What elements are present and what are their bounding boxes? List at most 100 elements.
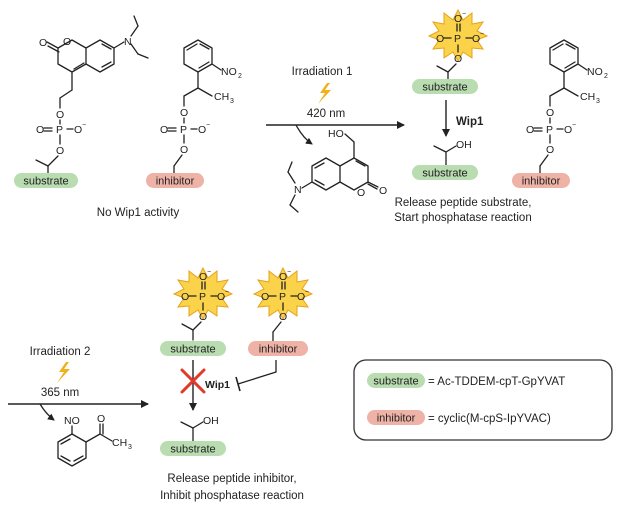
release1-caption-line2: Start phosphatase reaction <box>394 212 531 224</box>
subscript-3: 3 <box>128 444 132 451</box>
subscript-3: 3 <box>230 98 234 105</box>
atom-ho: HO <box>328 128 344 140</box>
atom-oh: OH <box>203 415 219 427</box>
atom-p: P <box>454 33 461 45</box>
inhibitor-label: inhibitor <box>156 176 195 188</box>
released-substrate-bottom: O − P O O − O substrate <box>160 266 234 356</box>
charge-minus: − <box>207 269 211 276</box>
atom-o: O <box>297 291 305 303</box>
charge-minus: − <box>462 11 466 18</box>
atom-o: O <box>160 124 168 136</box>
nitrobenzyl-caged-inhibitor: NO 2 CH 3 O P O O − O inhibitor <box>146 39 242 188</box>
lightning-bolt-icon <box>318 83 331 104</box>
subscript-2: 2 <box>238 73 242 80</box>
substrate-pill <box>412 79 478 94</box>
atom-o: O <box>180 107 188 119</box>
burst-highlight <box>172 266 234 321</box>
atom-o: O <box>217 291 225 303</box>
caged-inhibitor-top-right: NO 2 CH 3 O P O O − O inhibitor <box>512 39 608 188</box>
atom-n: N <box>294 184 302 196</box>
atom-o: O <box>436 33 444 45</box>
subscript-2: 2 <box>604 73 608 80</box>
atom-o: O <box>36 124 44 136</box>
wip1-arrow-inhibited: Wip1 <box>180 360 277 411</box>
release2-caption-line1: Release peptide inhibitor, <box>167 473 296 485</box>
atom-o: O <box>564 124 572 136</box>
atom-o: O <box>199 271 207 283</box>
wip1-label: Wip1 <box>456 116 484 128</box>
irradiation-1-label: Irradiation 1 <box>292 66 353 78</box>
release2-caption-line2: Inhibit phosphatase reaction <box>160 490 304 502</box>
atom-n: NO <box>221 66 237 78</box>
substrate-label: substrate <box>170 344 215 356</box>
atom-oh: OH <box>456 139 472 151</box>
atom-o: O <box>357 187 365 199</box>
inhibitor-pill <box>248 341 308 356</box>
legend-substrate-definition: = Ac-TDDEM-cpT-GpYVAT <box>428 376 565 388</box>
legend-inhibitor-definition: = cyclic(M-cpS-IpYVAC) <box>428 413 551 425</box>
atom-o: O <box>454 53 462 65</box>
inhibitor-label: inhibitor <box>259 344 298 356</box>
charge-minus: − <box>82 122 86 129</box>
atom-p: P <box>199 291 206 303</box>
coumarin-byproduct: HO N O O <box>287 128 387 213</box>
atom-o: O <box>379 185 387 197</box>
charge-minus: − <box>572 122 576 129</box>
dephosphorylated-substrate-top: OH substrate <box>412 139 478 180</box>
substrate-label: substrate <box>373 376 418 388</box>
charge-minus: − <box>480 31 484 38</box>
atom-n: N <box>124 36 132 48</box>
atom-p: P <box>546 124 553 136</box>
wip1-label: Wip1 <box>205 379 230 391</box>
coumarin-caged-substrate: O O N O P O O − O substrate <box>14 15 149 188</box>
burst-highlight <box>427 8 489 63</box>
cross-mark-icon <box>180 368 206 394</box>
atom-o: O <box>39 37 47 49</box>
atom-p: P <box>56 124 63 136</box>
atom-o: O <box>526 124 534 136</box>
atom-o: O <box>261 291 269 303</box>
atom-c: CH <box>580 91 595 103</box>
atom-o: O <box>63 36 71 48</box>
atom-o: O <box>279 271 287 283</box>
charge-minus: − <box>206 122 210 129</box>
atom-o: O <box>546 144 554 156</box>
irradiation-2-label: Irradiation 2 <box>30 346 91 358</box>
atom-o: O <box>181 291 189 303</box>
atom-no: NO <box>64 415 80 427</box>
substrate-pill <box>160 341 226 356</box>
nitrosoacetophenone-byproduct: NO O CH 3 <box>57 413 132 467</box>
substrate-pill <box>367 373 425 388</box>
substrate-label: substrate <box>23 176 68 188</box>
atom-o: O <box>56 145 64 157</box>
substrate-label: substrate <box>422 168 467 180</box>
byproduct-arrow-2 <box>39 403 55 421</box>
atom-c: CH <box>214 91 229 103</box>
substrate-pill <box>160 441 226 456</box>
inhibitor-pill <box>367 410 425 425</box>
substrate-label: substrate <box>170 444 215 456</box>
released-substrate-top: O − P O O − O substrate <box>412 8 489 94</box>
inhibitor-pill <box>512 173 570 188</box>
substrate-label: substrate <box>422 82 467 94</box>
charge-minus: − <box>305 289 309 296</box>
wavelength-2: 365 nm <box>41 387 79 399</box>
irradiation-1: Irradiation 1 420 nm <box>266 66 405 145</box>
atom-c: CH <box>112 437 127 449</box>
irradiation-2: Irradiation 2 365 nm <box>8 346 149 421</box>
atom-o: O <box>180 144 188 156</box>
atom-n: NO <box>587 66 603 78</box>
byproduct-arrow-1 <box>295 124 313 145</box>
atom-o: O <box>198 124 206 136</box>
wip1-arrow-top: Wip1 <box>442 100 484 137</box>
atom-o: O <box>56 109 64 121</box>
atom-o: O <box>97 413 105 425</box>
dephosphorylated-substrate-bottom: OH substrate <box>160 415 226 456</box>
atom-p: P <box>180 124 187 136</box>
inhibition-bar <box>235 376 241 392</box>
inhibitor-label: inhibitor <box>522 176 561 188</box>
charge-minus: − <box>225 289 229 296</box>
atom-o: O <box>199 311 207 323</box>
atom-o: O <box>279 311 287 323</box>
